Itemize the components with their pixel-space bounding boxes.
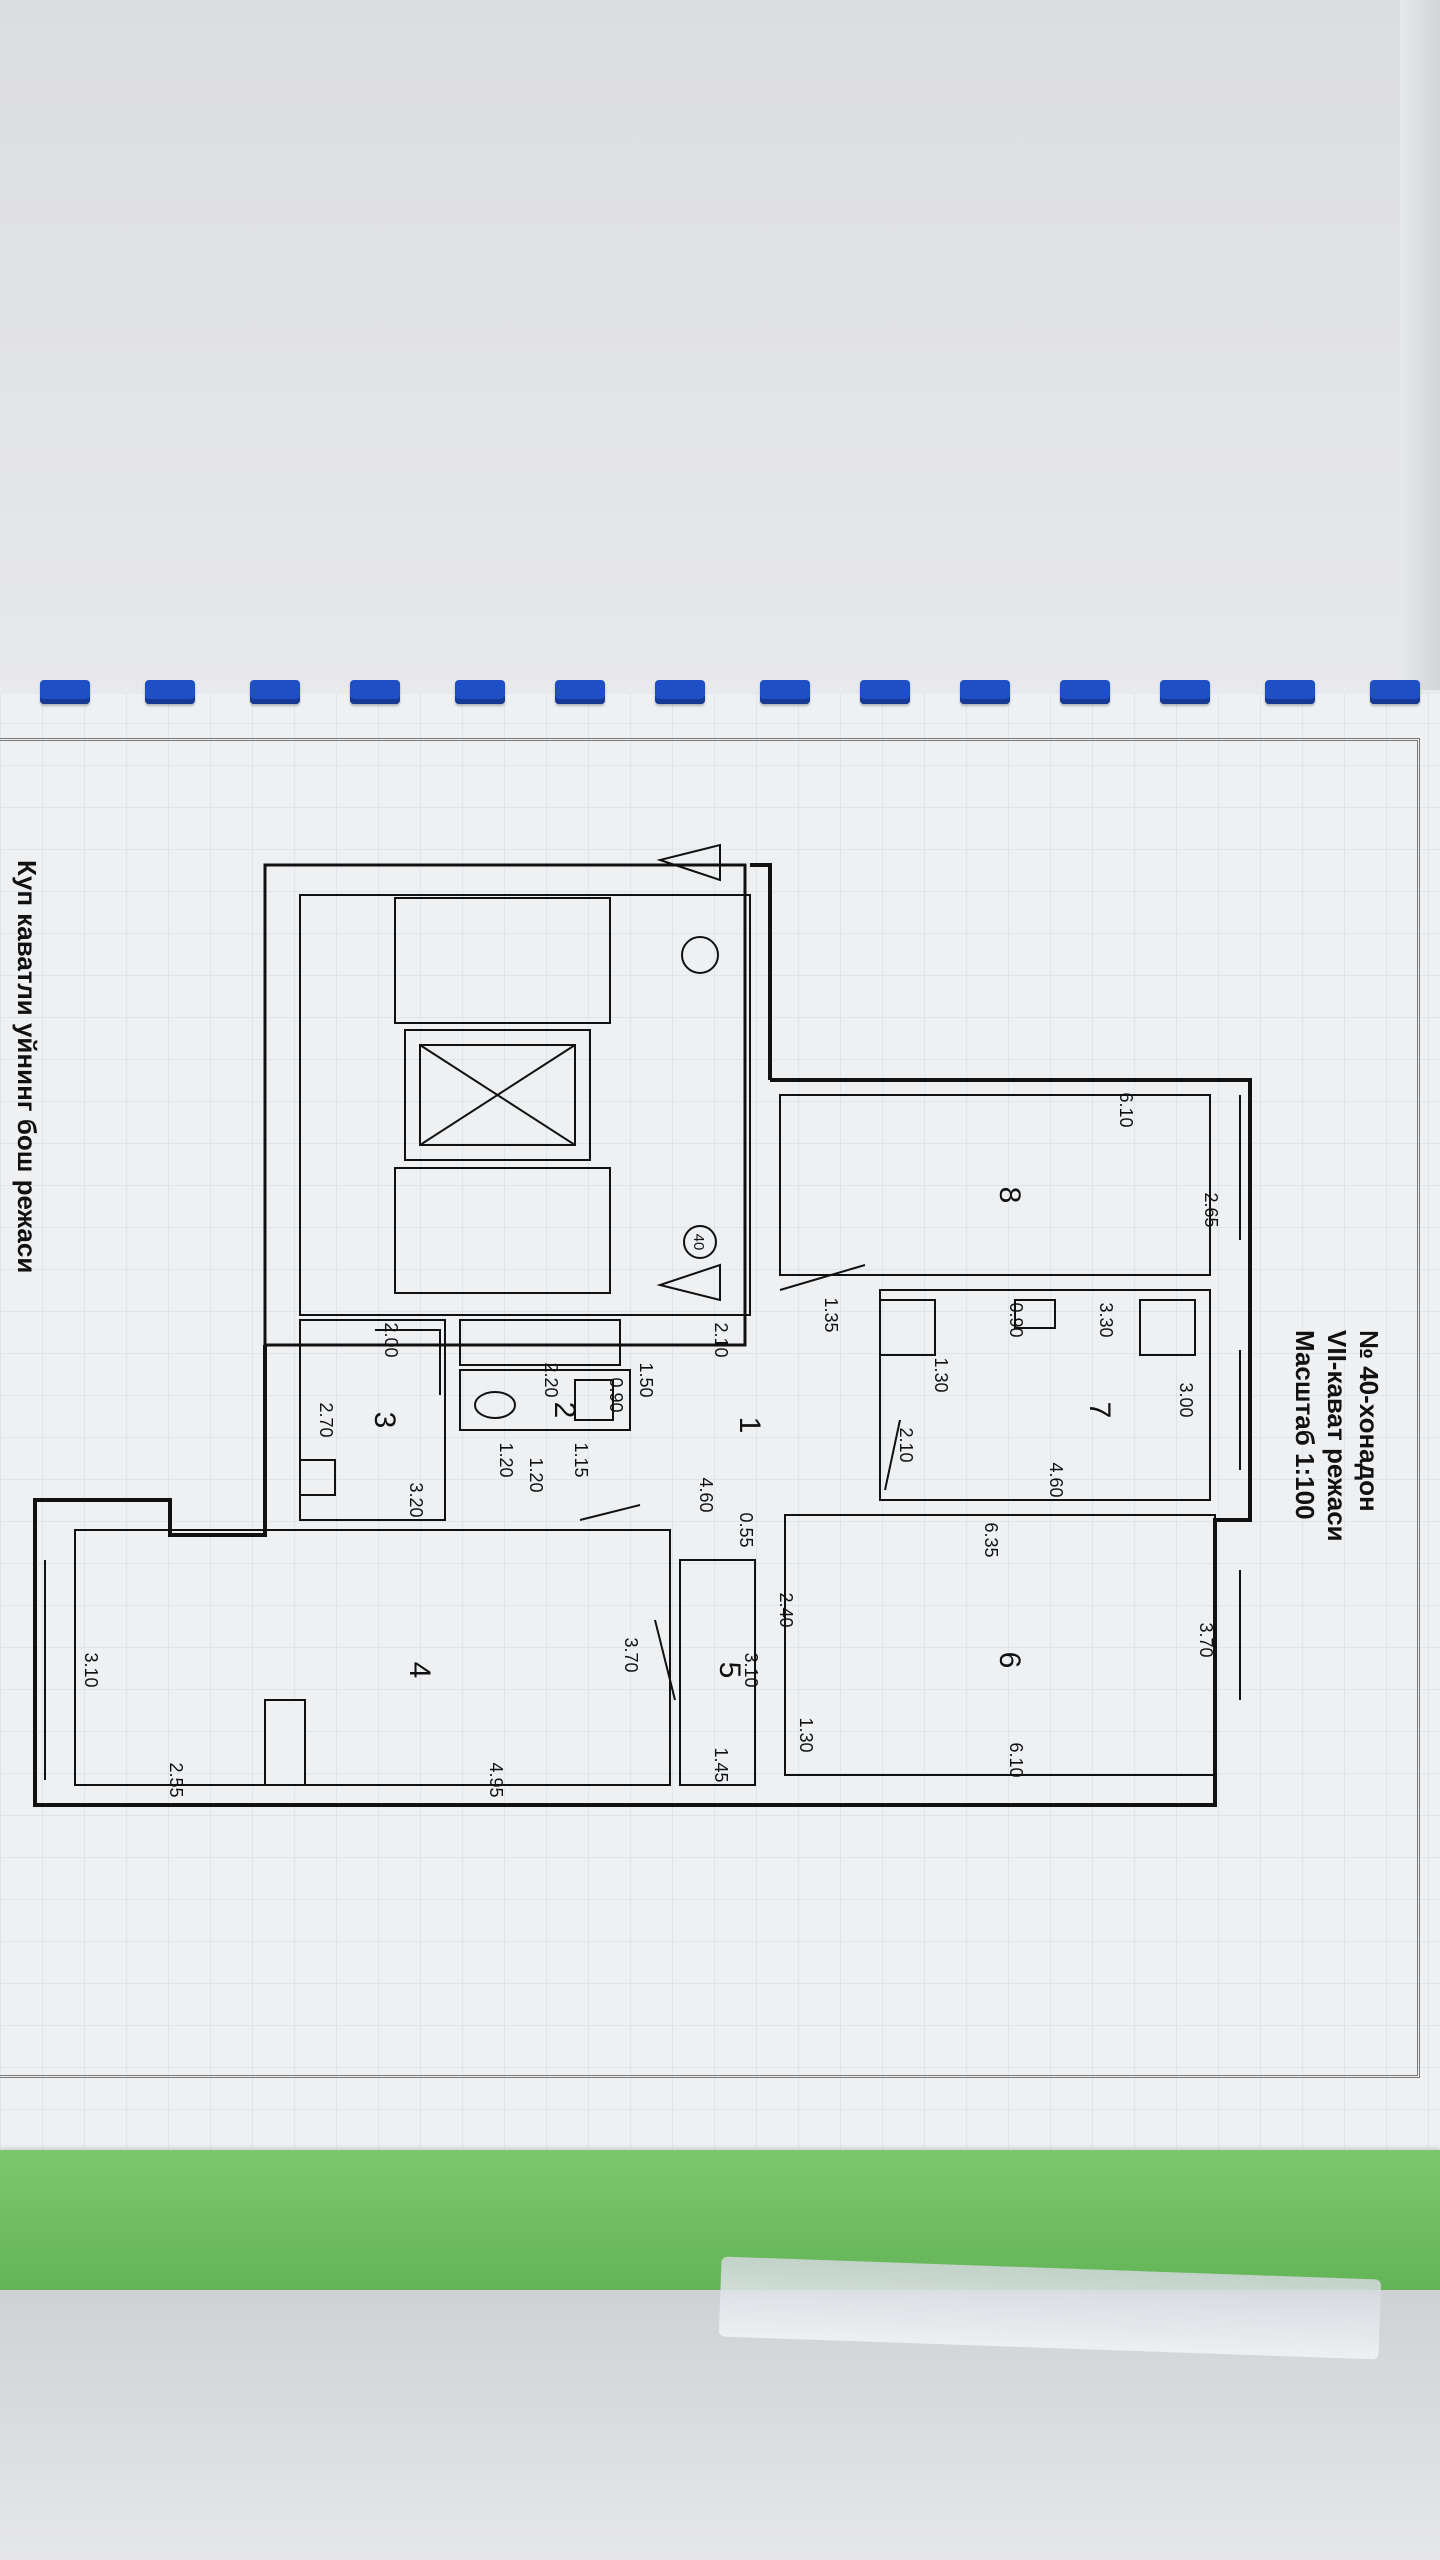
dimension-label: 1.30 [931, 1357, 951, 1392]
dimension-label: 3.20 [406, 1482, 426, 1517]
room-6-outline [784, 1514, 1216, 1776]
dimension-label: 4.60 [1046, 1462, 1066, 1497]
dimension-label: 3.10 [81, 1652, 101, 1687]
binding-ring [960, 680, 1010, 704]
sink-fixture [574, 1379, 614, 1421]
title-apartment: № 40-хонадон [1354, 1330, 1384, 1512]
previous-page-sheet [0, 0, 1440, 700]
dimension-label: 6.10 [1116, 1092, 1136, 1127]
room-5-number: 5 [713, 1662, 746, 1679]
stove-fixture [1139, 1299, 1196, 1356]
room-8-number: 8 [993, 1187, 1026, 1204]
dimension-label: 4.95 [486, 1762, 506, 1797]
dimension-labels: 6.10 2.65 1.35 2.10 1.50 0.90 2.20 2.00 1.15 1.20… [81, 1092, 1221, 1797]
binding-ring [760, 680, 810, 704]
binding-ring [860, 680, 910, 704]
dimension-label: 0.90 [1006, 1302, 1026, 1337]
dimension-label: 2.55 [166, 1762, 186, 1797]
dimension-label: 1.50 [636, 1362, 656, 1397]
stair-core-inner [299, 894, 751, 1316]
room-4-outline [74, 1529, 671, 1786]
dimension-label: 2.40 [776, 1592, 796, 1627]
dimension-label: 1.15 [571, 1442, 591, 1477]
dimension-label: 3.00 [1176, 1382, 1196, 1417]
dimension-label: 2.00 [381, 1322, 401, 1357]
binding-ring [655, 680, 705, 704]
toilet-fixture [474, 1391, 516, 1419]
dimension-label: 6.10 [1006, 1742, 1026, 1777]
room-5-outline [679, 1559, 756, 1786]
entrance-door [656, 843, 721, 882]
dimension-label: 1.20 [496, 1442, 516, 1477]
dimension-label: 1.35 [821, 1297, 841, 1332]
stair-marker-label: 40 [690, 1234, 707, 1251]
binding-ring [1160, 680, 1210, 704]
room-1-number: 1 [733, 1417, 766, 1434]
room-2-outline [459, 1369, 631, 1431]
room-labels: 1 2 3 4 5 6 7 8 [368, 1187, 1116, 1679]
shower-fixture [375, 1329, 441, 1395]
dimension-label: 3.30 [1096, 1302, 1116, 1337]
green-divider-tab [0, 2150, 1440, 2292]
dimension-label: 0.55 [736, 1512, 756, 1547]
page-frame [0, 738, 1420, 2078]
binding-ring [250, 680, 300, 704]
apartment-outer-wall [33, 1078, 1252, 1807]
dimension-label: 2.20 [541, 1362, 561, 1397]
stair-marker-circle [683, 1225, 717, 1259]
binding-ring [350, 680, 400, 704]
dimension-label: 3.70 [1196, 1622, 1216, 1657]
dimension-label: 2.10 [711, 1322, 731, 1357]
dimension-label: 1.45 [711, 1747, 731, 1782]
dimension-label: 1.30 [796, 1717, 816, 1752]
dimension-label: 0.90 [606, 1377, 626, 1412]
room-4-number: 4 [403, 1662, 436, 1679]
room-3-number: 3 [368, 1412, 401, 1429]
dimension-label: 4.60 [696, 1477, 716, 1512]
document-page [0, 694, 1440, 2194]
room-6-number: 6 [993, 1652, 1026, 1669]
room-3-outline [299, 1319, 446, 1521]
apartment-door [656, 1263, 721, 1302]
room-2-number: 2 [548, 1402, 581, 1419]
dimension-label: 3.70 [621, 1637, 641, 1672]
dimension-label: 3.10 [741, 1652, 761, 1687]
dimension-label: 6.35 [981, 1522, 1001, 1557]
stair-core-outline [263, 863, 747, 1347]
title-floor: VII-кават режаси [1322, 1330, 1352, 1542]
dimension-label: 2.65 [1201, 1192, 1221, 1227]
binding-ring [1060, 680, 1110, 704]
binding-ring [455, 680, 505, 704]
spiral-binding [0, 668, 1440, 718]
binding-ring [1370, 680, 1420, 704]
dimension-label: 1.20 [526, 1457, 546, 1492]
binding-ring [145, 680, 195, 704]
riser-circle [681, 936, 719, 974]
bath-sink-fixture [299, 1459, 336, 1496]
room-7-number: 7 [1083, 1402, 1116, 1419]
title-scale: Масштаб 1:100 [1290, 1330, 1320, 1520]
kitchen-sink-fixture [1014, 1299, 1056, 1329]
side-caption: Куп каватли уйнинг бош режаси [12, 860, 42, 1273]
dimension-label: 2.70 [316, 1402, 336, 1437]
staircase [394, 897, 611, 1294]
room-7-outline [879, 1289, 1211, 1501]
binding-ring [1265, 680, 1315, 704]
binding-ring [40, 680, 90, 704]
dimension-label: 2.10 [896, 1427, 916, 1462]
binding-ring [555, 680, 605, 704]
room-8-outline [779, 1094, 1211, 1276]
